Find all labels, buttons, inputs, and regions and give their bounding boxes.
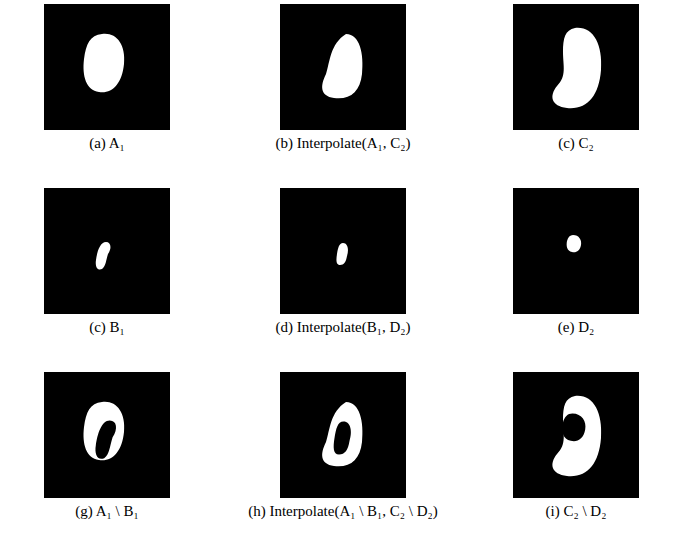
subfigure-caption: (d) Interpolate(B₁, D₂) bbox=[276, 318, 411, 336]
subfigure-caption: (i) C₂ \ D₂ bbox=[546, 502, 607, 520]
subfigure-caption: (a) A₁ bbox=[89, 134, 125, 152]
subfigure-caption: (c) C₂ bbox=[558, 134, 594, 152]
subfigure-caption: (c) B₁ bbox=[89, 318, 125, 336]
subfigure-caption: (h) Interpolate(A₁ \ B₁, C₂ \ D₂) bbox=[248, 502, 438, 520]
subfigure-caption: (e) D₂ bbox=[558, 318, 594, 336]
subfigure-caption: (g) A₁ \ B₁ bbox=[75, 502, 138, 520]
subfigure-caption: (b) Interpolate(A₁, C₂) bbox=[276, 134, 411, 152]
